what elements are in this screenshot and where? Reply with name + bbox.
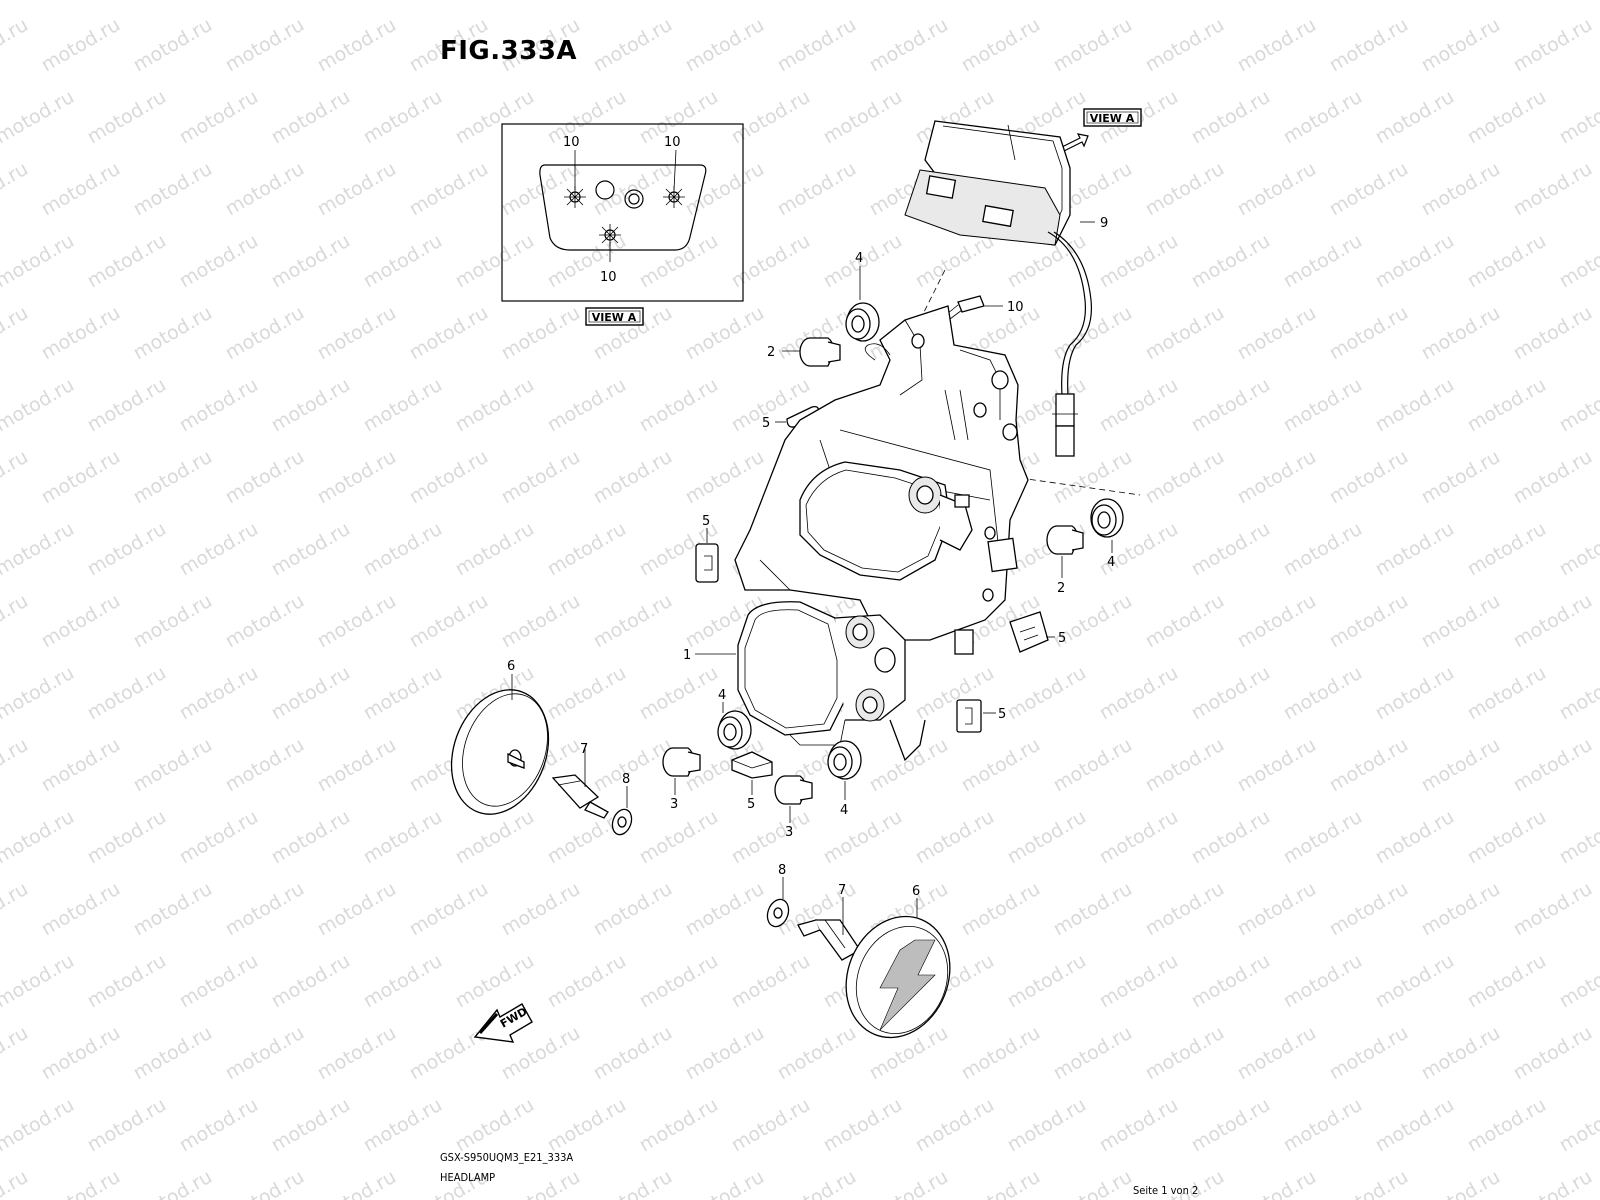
callout-2-right: 2 bbox=[1057, 581, 1065, 596]
callout-4-bottom: 4 bbox=[840, 803, 848, 818]
callout-1: 1 bbox=[683, 648, 691, 663]
view-a-inset: 10 10 10 VIEW A bbox=[501, 123, 744, 326]
callout-8-bottom: 8 bbox=[778, 863, 786, 878]
callout-3-bottom: 3 bbox=[785, 825, 793, 840]
cap-6-bottom bbox=[845, 915, 951, 1039]
screw-3-bottom bbox=[774, 775, 813, 805]
cap-6-left bbox=[450, 689, 550, 815]
spacer-7-bottom bbox=[797, 919, 861, 961]
page-indicator: Seite 1 von 2 bbox=[1133, 1184, 1199, 1197]
grommet-4-bottom bbox=[827, 740, 862, 780]
position-lamp bbox=[904, 120, 1095, 457]
callout-3-left: 3 bbox=[670, 797, 678, 812]
callout-5-top-left: 5 bbox=[762, 416, 770, 431]
view-a-arrow-icon bbox=[1059, 133, 1089, 153]
callout-inset-10-bottom: 10 bbox=[600, 270, 617, 285]
inset-screw-right-icon bbox=[663, 186, 685, 208]
callout-4-right: 4 bbox=[1107, 555, 1115, 570]
inset-screw-bottom-icon bbox=[599, 224, 621, 246]
nut-5-bottom bbox=[731, 751, 773, 779]
inset-screw-left-icon bbox=[564, 186, 586, 208]
grommet-4-right bbox=[1090, 498, 1124, 538]
callout-2-top-left: 2 bbox=[767, 345, 775, 360]
callout-7-bottom: 7 bbox=[838, 883, 846, 898]
washer-8-left bbox=[611, 808, 633, 836]
washer-8-bottom bbox=[766, 898, 790, 928]
callout-8-left: 8 bbox=[622, 772, 630, 787]
callout-4-left: 4 bbox=[718, 688, 726, 703]
view-a-label-main: VIEW A bbox=[1090, 112, 1135, 125]
callout-7-left: 7 bbox=[580, 742, 588, 757]
bolt-2-right bbox=[1046, 525, 1084, 555]
callout-inset-10-left: 10 bbox=[563, 135, 580, 150]
figure-title: FIG.333A bbox=[440, 36, 578, 66]
callout-5-left: 5 bbox=[702, 514, 710, 529]
nut-5-right bbox=[1009, 611, 1049, 653]
screw-3-left bbox=[662, 747, 701, 777]
nut-5-right-lower bbox=[956, 699, 982, 733]
bolt-2-top-left bbox=[799, 337, 841, 367]
callout-6-bottom: 6 bbox=[912, 884, 920, 899]
callout-5-right: 5 bbox=[1058, 631, 1066, 646]
grommet-4-top bbox=[845, 302, 880, 342]
fwd-arrow-icon: FWD bbox=[473, 1003, 533, 1043]
callout-10-top: 10 bbox=[1007, 300, 1024, 315]
nut-5-left bbox=[695, 543, 719, 583]
headlamp-unit bbox=[737, 601, 906, 746]
callout-inset-10-right: 10 bbox=[664, 135, 681, 150]
callout-4-top: 4 bbox=[855, 251, 863, 266]
callout-6-left: 6 bbox=[507, 659, 515, 674]
callout-5-right-lower: 5 bbox=[998, 707, 1006, 722]
view-a-label-inset: VIEW A bbox=[592, 311, 637, 324]
footer-part-group: HEADLAMP bbox=[440, 1171, 496, 1184]
spacer-7-left bbox=[551, 774, 609, 819]
callout-9: 9 bbox=[1100, 216, 1108, 231]
footer-model-code: GSX-S950UQM3_E21_333A bbox=[440, 1151, 574, 1164]
grommet-4-left bbox=[717, 710, 752, 750]
view-a-marker: VIEW A bbox=[1059, 108, 1142, 153]
upper-lamp-body bbox=[799, 461, 973, 581]
callout-5-bottom: 5 bbox=[747, 797, 755, 812]
